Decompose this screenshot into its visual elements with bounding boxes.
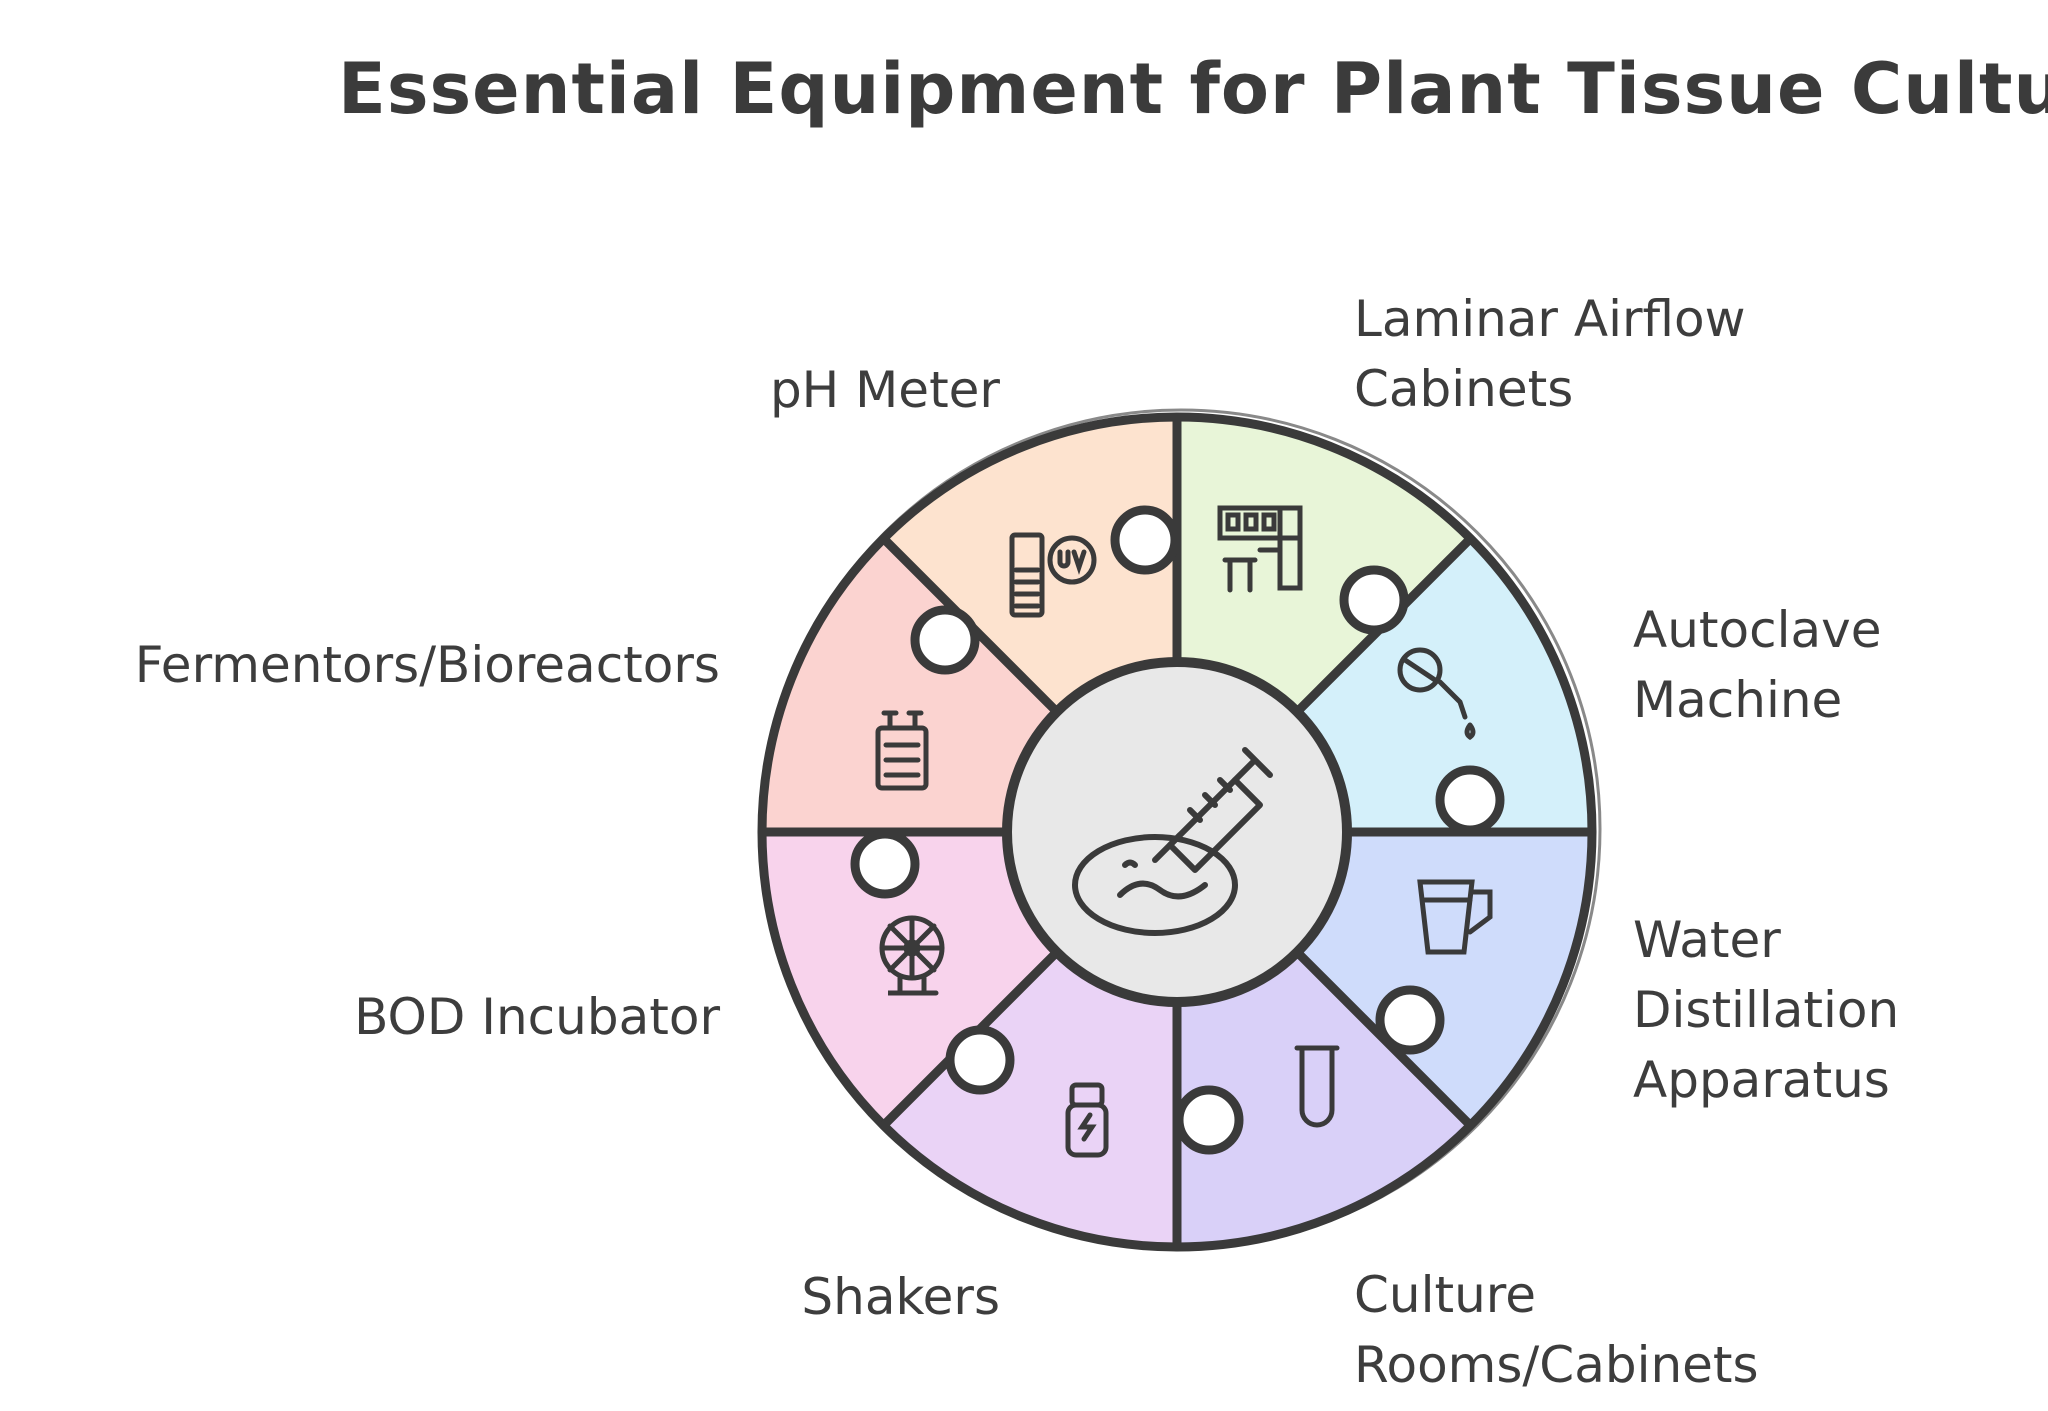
- bioreactor-icon: [875, 710, 929, 791]
- segment-water-distillation: [1297, 832, 1589, 1124]
- incubator-fan-icon: [879, 915, 945, 996]
- label-autoclave-machine: Autoclave Machine: [1633, 601, 1882, 729]
- segment-ph-meter: [885, 420, 1177, 712]
- ph-meter-icon: [1009, 532, 1097, 618]
- label-shakers: Shakers: [801, 1268, 1000, 1326]
- puzzle-knob: [1174, 1085, 1244, 1155]
- segment-laminar: [1177, 420, 1469, 712]
- shaker-bottle-icon: [1065, 1082, 1109, 1158]
- puzzle-knob: [1339, 565, 1409, 635]
- puzzle-knob: [945, 1025, 1015, 1095]
- label-culture-rooms-cabinets: Culture Rooms/Cabinets: [1354, 1266, 1759, 1394]
- puzzle-knob: [910, 605, 980, 675]
- segment-shakers: [885, 952, 1177, 1244]
- label-water-distillation-apparatus: Water Distillation Apparatus: [1633, 911, 1900, 1109]
- puzzle-knob: [1435, 765, 1505, 835]
- laminar-cabinet-icon: [1217, 505, 1303, 593]
- segment-culture-rooms: [1177, 952, 1469, 1244]
- segments-layer: [765, 420, 1589, 1244]
- label-bod-incubator: BOD Incubator: [354, 988, 720, 1046]
- label-laminar-airflow-cabinets: Laminar Airflow Cabinets: [1354, 290, 1746, 418]
- center-circle: [1002, 657, 1352, 1007]
- test-tube-icon: [1294, 1045, 1340, 1128]
- puzzle-knob: [850, 829, 920, 899]
- label-fermentors-bioreactors: Fermentors/Bioreactors: [134, 636, 720, 694]
- autoclave-icon: [1397, 647, 1476, 741]
- diagram-title: Essential Equipment for Plant Tissue Cul…: [338, 48, 2048, 130]
- puzzle-knob: [1375, 985, 1445, 1055]
- puzzle-knob: [1110, 505, 1180, 575]
- segment-fermentors: [765, 540, 1057, 832]
- syringe-petri-dish-icon: [1072, 747, 1273, 936]
- puzzle-knobs: [850, 505, 1505, 1155]
- measuring-jug-icon: [1417, 879, 1493, 955]
- label-ph-meter: pH Meter: [769, 361, 1000, 419]
